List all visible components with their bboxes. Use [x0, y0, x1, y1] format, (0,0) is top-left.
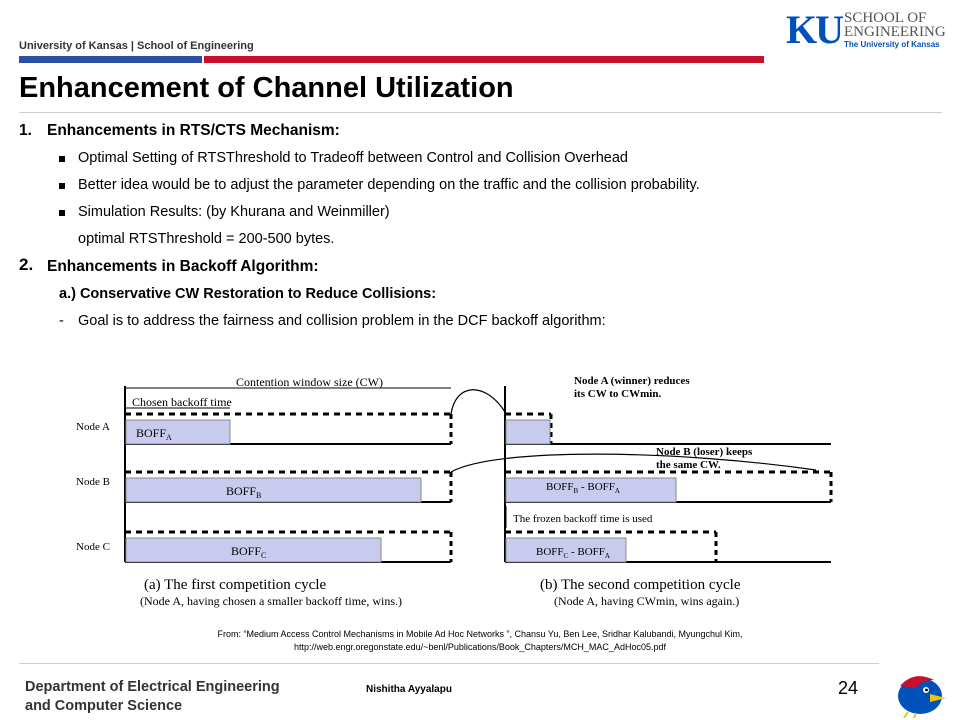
section1-continuation: optimal RTSThreshold = 200-500 bytes. — [78, 231, 335, 247]
dept-line1: Department of Electrical Engineering — [25, 679, 280, 695]
cycle2-c-box — [505, 537, 627, 563]
node-b-label: Node B — [76, 476, 110, 488]
chosen-label: Chosen backoff time — [132, 395, 232, 409]
section2-heading: Enhancements in Backoff Algorithm: — [47, 258, 319, 275]
cycle2-c-main: BOFF — [536, 546, 564, 558]
cycle2-c-minus: - BOFF — [568, 546, 605, 558]
jayhawk-mascot-icon — [898, 676, 946, 718]
title-divider — [19, 112, 942, 113]
section2-goal: Goal is to address the fairness and coll… — [78, 313, 606, 329]
slide-title: Enhancement of Channel Utilization — [19, 72, 514, 104]
cycle2-c-sub: C — [564, 552, 569, 560]
section1-bullet-3: Simulation Results: (by Khurana and Wein… — [78, 204, 390, 220]
section1-number: 1. — [19, 122, 32, 139]
ku-engineering-logo: KU SCHOOL OF ENGINEERING The University … — [786, 8, 946, 54]
logo-text: SCHOOL OF ENGINEERING — [844, 10, 946, 40]
node-c-label: Node C — [76, 541, 110, 553]
school-line: University of Kansas | School of Enginee… — [19, 40, 254, 52]
curve-arrow-b — [450, 453, 817, 473]
section2-subheading: a.) Conservative CW Restoration to Reduc… — [59, 286, 437, 302]
cycle2-b-main: BOFF — [546, 481, 574, 493]
logo-line2: ENGINEERING — [844, 24, 946, 40]
boff-a-main: BOFF — [136, 426, 166, 440]
author-name: Nishitha Ayyalapu — [366, 684, 452, 695]
caption-a-line1: (a) The first competition cycle — [144, 577, 326, 593]
section1-bullet-2: Better idea would be to adjust the param… — [78, 177, 700, 193]
boff-b-sub: B — [256, 491, 261, 500]
backoff-diagram: Contention window size (CW) Chosen backo… — [76, 375, 833, 608]
department-name: Department of Electrical Engineering and… — [25, 678, 280, 716]
page-number: 24 — [838, 678, 859, 698]
header-bar-red — [204, 56, 764, 63]
cycle2-a-box — [505, 419, 551, 445]
node-a-label: Node A — [76, 421, 110, 433]
section2-dash: - — [59, 313, 64, 329]
cycle2-b-text: BOFFB - BOFFA — [546, 481, 620, 495]
cycle2-c-text: BOFFC - BOFFA — [536, 546, 610, 560]
caption-b-line1: (b) The second competition cycle — [540, 577, 741, 593]
source-line-1: From: “Medium Access Control Mechanisms … — [217, 629, 743, 639]
boff-c-main: BOFF — [231, 544, 261, 558]
logo-line1: SCHOOL OF — [844, 10, 927, 26]
note-b-line2: the same CW. — [656, 459, 721, 471]
header-color-bar — [19, 56, 764, 63]
logo-line3: The University of Kansas — [844, 40, 940, 49]
frozen-label: The frozen backoff time is used — [513, 513, 653, 525]
source-line-2: http://web.engr.oregonstate.edu/~benl/Pu… — [294, 642, 666, 652]
boff-c-text: BOFFC — [231, 544, 266, 560]
boff-b-text: BOFFB — [226, 484, 261, 500]
bullet-marker — [59, 210, 65, 216]
section1-heading: Enhancements in RTS/CTS Mechanism: — [47, 122, 340, 139]
note-b-line1: Node B (loser) keeps — [656, 446, 753, 458]
boff-c-box — [125, 537, 382, 563]
cw-label: Contention window size (CW) — [236, 375, 383, 389]
curve-arrow-a — [450, 389, 506, 415]
section2-number: 2. — [19, 255, 34, 274]
dept-line2: and Computer Science — [25, 698, 183, 714]
boff-a-text: BOFFA — [136, 426, 172, 442]
note-a-line1: Node A (winner) reduces — [574, 375, 690, 387]
note-a-line2: its CW to CWmin. — [574, 388, 661, 400]
boff-a-box — [125, 419, 231, 445]
section1-bullet-1: Optimal Setting of RTSThreshold to Trade… — [78, 150, 628, 166]
boff-c-sub: C — [261, 551, 266, 560]
bullet-marker — [59, 183, 65, 189]
cycle2-b-minus: - BOFF — [578, 481, 615, 493]
boff-b-main: BOFF — [226, 484, 256, 498]
cycle2-b-minus-sub: A — [615, 487, 620, 495]
cycle2-b-box — [505, 477, 677, 503]
bullet-marker — [59, 156, 65, 162]
caption-a-line2: (Node A, having chosen a smaller backoff… — [140, 594, 402, 608]
cycle2-c-minus-sub: A — [605, 552, 610, 560]
boff-a-sub: A — [166, 433, 172, 442]
header-bar-blue — [19, 56, 202, 63]
footer-divider — [19, 663, 879, 664]
ku-logo-mark: KU — [786, 7, 844, 52]
boff-b-box — [125, 477, 422, 503]
cycle2-b-sub: B — [574, 487, 579, 495]
caption-b-line2: (Node A, having CWmin, wins again.) — [554, 594, 739, 608]
